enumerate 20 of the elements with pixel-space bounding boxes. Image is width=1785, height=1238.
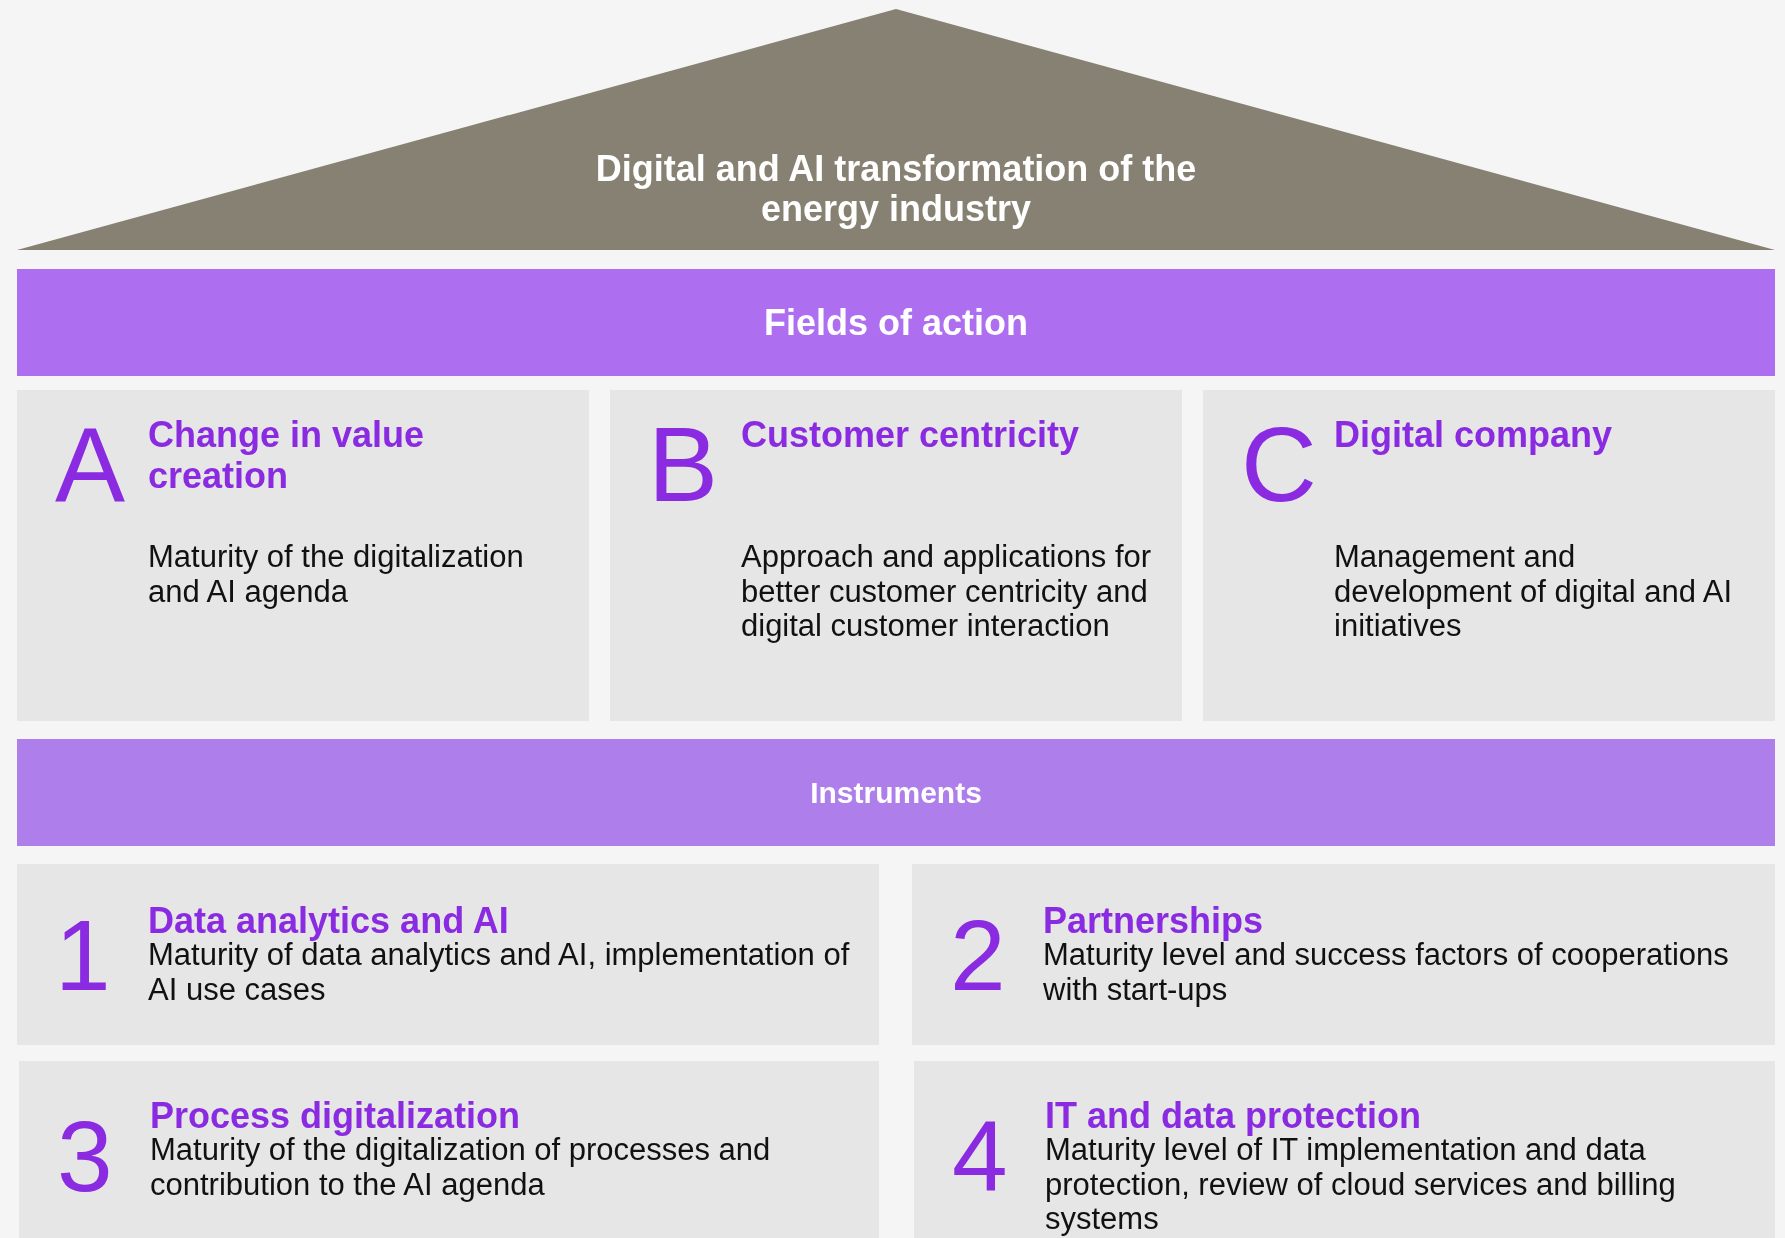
field-letter: A bbox=[55, 412, 126, 517]
instrument-number: 1 bbox=[55, 904, 111, 1005]
section-band: Fields of action bbox=[17, 269, 1775, 376]
instrument-number: 4 bbox=[952, 1106, 1008, 1206]
card-description: Management and development of digital and AI initiatives bbox=[1334, 540, 1734, 645]
card-heading: Data analytics and AI bbox=[148, 900, 510, 942]
card-heading: Customer centricity bbox=[741, 414, 1081, 456]
instrument-number: 2 bbox=[950, 904, 1006, 1005]
card-heading: IT and data protection bbox=[1045, 1095, 1422, 1137]
card-heading: Process digitalization bbox=[150, 1095, 522, 1137]
field-letter: B bbox=[648, 412, 719, 517]
roof-title: Digital and AI transformation of the energy industry bbox=[594, 149, 1198, 230]
card-heading: Digital company bbox=[1334, 414, 1614, 456]
card-description: Maturity of the digitalization and AI agenda bbox=[148, 540, 525, 610]
instrument-number: 3 bbox=[57, 1106, 113, 1206]
card-description: Approach and applications for better customer centricity and digital customer interaction bbox=[741, 540, 1153, 645]
card-heading: Change in value creation bbox=[148, 414, 426, 497]
section-band: Instruments bbox=[17, 739, 1775, 846]
card-heading: Partnerships bbox=[1043, 900, 1265, 942]
field-letter: C bbox=[1241, 412, 1317, 517]
